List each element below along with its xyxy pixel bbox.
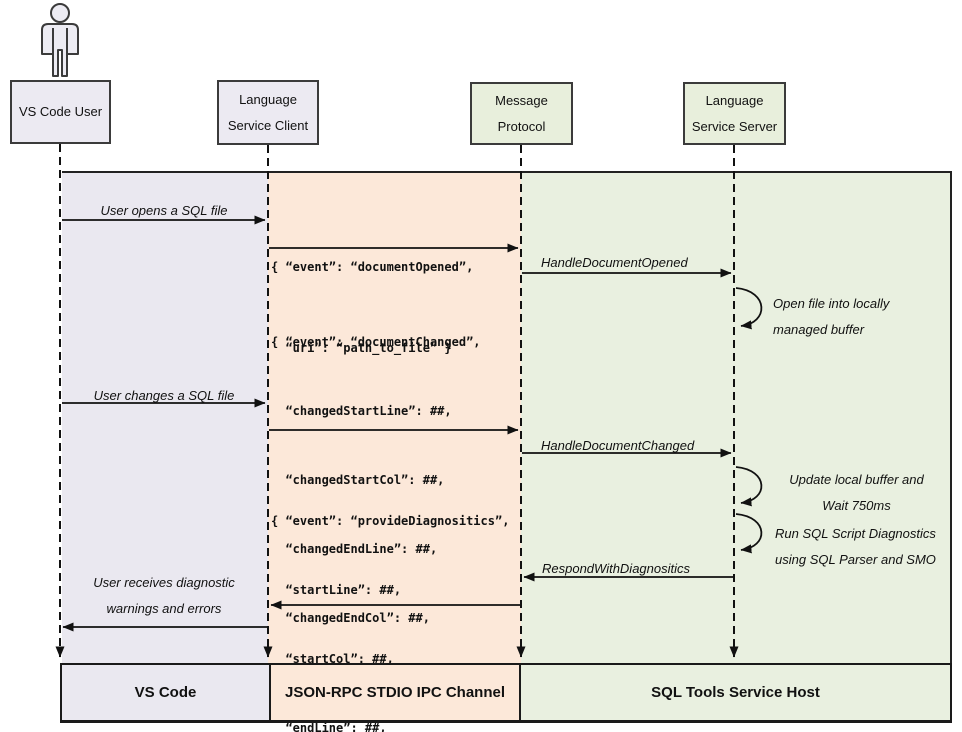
- payload-line: “changedEndCol”: ##,: [271, 611, 430, 625]
- label-respond-with-diagnostics: RespondWithDiagnositics: [542, 561, 691, 576]
- note-line: Run SQL Script Diagnostics: [775, 526, 936, 541]
- note-run-diagnostics: Run SQL Script Diagnostics using SQL Par…: [775, 521, 936, 573]
- ipc-channel-lane: [268, 172, 521, 664]
- payload-line: “uri”: “path_to_file” }: [271, 341, 452, 355]
- label-user-receives: User receives diagnostic warnings and er…: [60, 570, 268, 622]
- label-handle-document-changed: HandleDocumentChanged: [541, 438, 695, 453]
- actor-box-service-server: Language Service Server: [683, 82, 786, 145]
- note-update-buffer: Update local buffer and Wait 750ms: [769, 467, 944, 519]
- footer-box-ipc-channel: JSON-RPC STDIO IPC Channel: [269, 665, 521, 720]
- payload-line: { “event”: “documentOpened”,: [271, 260, 474, 274]
- user-actor-icon: [41, 3, 79, 77]
- actor-label: Language: [239, 91, 297, 107]
- payload-line: “changedStartLine”: ##,: [271, 404, 452, 418]
- note-line: Update local buffer and: [789, 472, 924, 487]
- actor-box-vscode-user: VS Code User: [10, 80, 111, 144]
- payload-line: “startLine”: ##,: [271, 583, 402, 597]
- note-line: Open file into locally: [773, 296, 890, 311]
- footer-row: VS Code JSON-RPC STDIO IPC Channel SQL T…: [60, 663, 952, 723]
- label-line: warnings and errors: [106, 601, 222, 616]
- actor-label: Service Server: [691, 118, 778, 134]
- payload-line: “startCol”: ##,: [271, 652, 394, 666]
- payload-line: { “event”: “provideDiagnositics”,: [271, 514, 510, 528]
- actor-label: Service Client: [227, 117, 309, 133]
- actor-label: VS Code User: [18, 104, 103, 119]
- payload-line: { “event”: “documentChanged”,: [271, 335, 481, 349]
- actor-label: Message: [495, 92, 548, 108]
- payload-line: “changedStartCol”: ##,: [271, 473, 445, 487]
- payload-line: “endLine”: ##,: [271, 721, 387, 732]
- service-host-lane: [521, 172, 952, 664]
- label-user-changes: User changes a SQL file: [93, 388, 235, 403]
- actor-label: Protocol: [497, 118, 546, 134]
- footer-box-service-host: SQL Tools Service Host: [521, 665, 950, 720]
- note-open-file: Open file into locally managed buffer: [773, 291, 889, 343]
- note-line: managed buffer: [773, 322, 865, 337]
- label-handle-document-opened: HandleDocumentOpened: [541, 255, 688, 270]
- payload-provide-diagnostics: { “event”: “provideDiagnositics”, “start…: [271, 464, 509, 732]
- actor-label: Language: [705, 92, 764, 108]
- actor-body: [41, 23, 79, 77]
- label-user-opens: User opens a SQL file: [100, 203, 228, 218]
- actor-box-message-protocol: Message Protocol: [470, 82, 573, 145]
- actor-head: [50, 3, 70, 23]
- note-line: Wait 750ms: [822, 498, 891, 513]
- note-line: using SQL Parser and SMO: [775, 552, 936, 567]
- footer-box-vscode: VS Code: [62, 665, 269, 720]
- payload-line: “changedEndLine”: ##,: [271, 542, 438, 556]
- label-line: User receives diagnostic: [93, 575, 235, 590]
- actor-box-service-client: Language Service Client: [217, 80, 319, 145]
- vscode-lane: [62, 172, 268, 664]
- payload-document-opened: { “event”: “documentOpened”, “uri”: “pat…: [271, 200, 473, 416]
